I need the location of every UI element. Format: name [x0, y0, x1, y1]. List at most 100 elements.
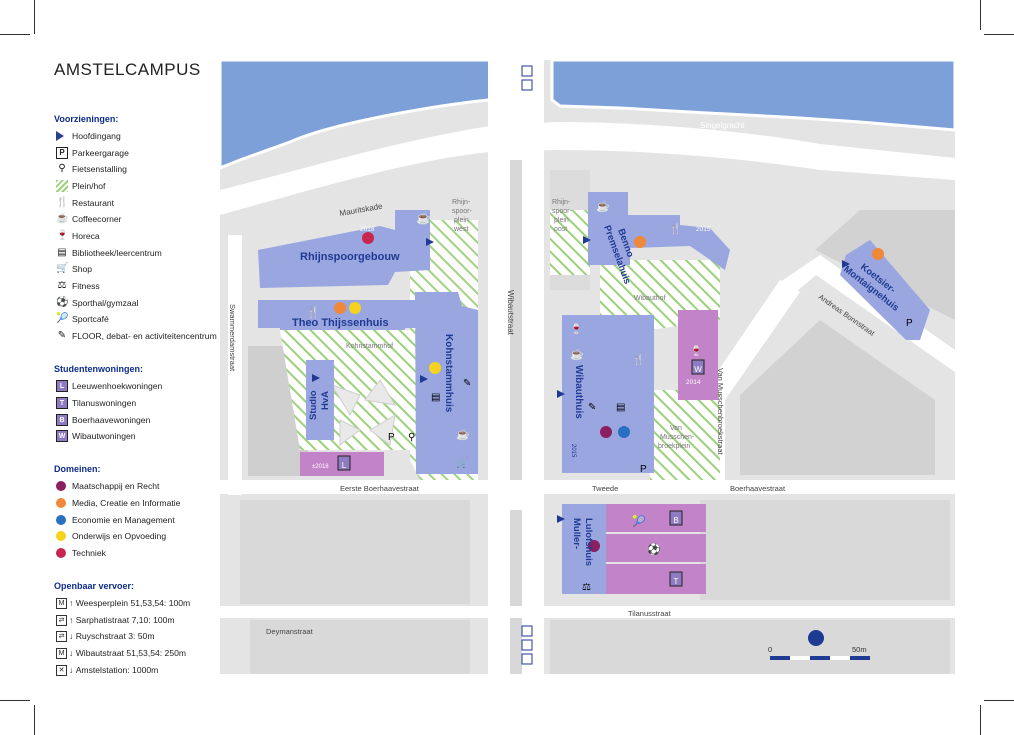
label-kohnstammhof: Kohnstammhof [346, 343, 393, 350]
domain-dot-techniek [362, 232, 374, 244]
legend-domain: Techniek [56, 546, 106, 560]
arrow-down-icon: ↓ [69, 631, 74, 641]
building-koetsier-montaignehuis [840, 240, 930, 340]
building-kohnstammhuis [415, 292, 478, 474]
domain-dot-icon [56, 481, 66, 491]
parking-icon: P [906, 318, 913, 329]
domains-heading: Domeinen: [54, 464, 101, 474]
housing-wibaut [678, 310, 718, 400]
housing-w-icon: W [56, 430, 68, 442]
facilities-heading: Voorzieningen: [54, 114, 119, 124]
sports-cafe-icon: 🎾 [56, 313, 69, 324]
campus-map[interactable]: ☕ 🍴 ✎ ▤ ☕ 🛒 ☕ 🍴 🍷 ☕ 🍴 ✎ ▤ 🍷 P P ⚲ P 🎾 ⚽ … [220, 60, 955, 674]
label-tweede: Tweede [592, 484, 618, 493]
coffee-icon: ☕ [416, 210, 431, 225]
shop-icon: 🛒 [56, 263, 69, 274]
housing-b-icon: B [56, 414, 68, 426]
building-wibauthuis [562, 315, 654, 473]
horeca-icon: 🍷 [690, 344, 702, 357]
crop-mark [34, 705, 35, 735]
horeca-icon: 🍷 [56, 230, 69, 241]
parking-icon: P [640, 464, 647, 475]
plaza-feature [339, 419, 361, 446]
tram-icon [521, 625, 533, 637]
tram-icon [521, 79, 533, 91]
plaza-feature [330, 384, 361, 417]
label-tilanusstraat: Tilanusstraat [628, 609, 672, 618]
housing-t-icon [669, 571, 683, 587]
housing-tilanus [606, 564, 706, 594]
building-benno-premselahuis [588, 192, 730, 270]
legend-domain: Media, Creatie en Informatie [56, 496, 180, 510]
legend-item-hoofdingang: Hoofdingang [56, 129, 121, 143]
building-rhijnspoorgebouw [258, 210, 430, 288]
legend-transport: M↓ Wibautstraat 51,53,54: 250m [56, 646, 186, 660]
label-rhijnspoorgebouw: Rhijnspoorgebouw [300, 251, 400, 263]
legend-transport: ⇄↓ Ruyschstraat 3: 50m [56, 629, 155, 643]
fitness-icon: ⚖ [57, 280, 67, 291]
plaza-rhijnspoorplein-oost [550, 210, 590, 275]
crop-mark [34, 0, 35, 34]
year-benno: 2015 [696, 226, 711, 233]
domain-dot-icon [56, 531, 66, 541]
label-wibauthuis: Wibauthuis [573, 365, 584, 419]
label-eerste-boerhaavestraat: Eerste Boerhaavestraat [340, 484, 420, 493]
crop-mark [980, 0, 981, 30]
road-swammerdamstraat [228, 235, 242, 495]
block-se [700, 500, 950, 600]
legend-transport: ✕↓ Amstelstation: 1000m [56, 663, 158, 677]
parking-icon: P [56, 147, 68, 159]
library-icon: ▤ [431, 392, 440, 403]
north-arrow-icon [808, 630, 824, 646]
sports-hall-icon: ⚽ [646, 543, 661, 556]
restaurant-icon: 🍴 [632, 353, 644, 366]
legend-domain: Maatschappij en Recht [56, 479, 159, 493]
plaza-feature [369, 414, 396, 446]
road-boerhaavestraat [220, 480, 955, 494]
label-kohnstammhuis: Kohnstammhuis [443, 334, 454, 413]
coffee-icon: ☕ [56, 213, 69, 224]
crop-mark [0, 34, 30, 35]
label-theo-thijssenhuis: Theo Thijssenhuis [292, 317, 389, 329]
restaurant-icon: 🍴 [669, 222, 681, 235]
label-studio-hva-1: Studio [308, 390, 319, 420]
block-ssw [250, 620, 470, 674]
legend-transport: M↑ Weesperplein 51,53,54: 100m [56, 596, 190, 610]
label-van-musschenbroekstraat: Van Musschenbroekstraat [716, 368, 725, 455]
label-studio-hva-2: HvA [320, 391, 331, 410]
label-muller-1: Muller- [571, 518, 582, 549]
road-tilanusstraat [220, 606, 955, 618]
legend-item-restaurant: 🍴Restaurant [56, 197, 115, 208]
shop-icon: 🛒 [456, 456, 468, 469]
legend-domain: Economie en Management [56, 513, 175, 527]
housing-b-letter: B [673, 516, 678, 525]
legend-item-sporthal: ⚽Sporthal/gymzaal [56, 297, 139, 308]
metro-icon [521, 65, 533, 77]
crop-mark [0, 700, 30, 701]
housing-l-icon [337, 455, 351, 471]
legend-item-coffeecorner: ☕Coffeecorner [56, 213, 122, 224]
domain-dot-media [634, 236, 646, 248]
domain-dot-icon [56, 548, 66, 558]
domain-dot-maatschappij [588, 540, 600, 552]
floor-icon: ✎ [57, 330, 67, 341]
label-musschenbroekplein-2: Musschen- [660, 434, 695, 441]
coffee-icon: ☕ [456, 427, 470, 441]
label-rhijnspoorplein-oost-3: plein [554, 217, 569, 224]
map-svg: ☕ 🍴 ✎ ▤ ☕ 🛒 ☕ 🍴 🍷 ☕ 🍴 ✎ ▤ 🍷 P P ⚲ P 🎾 ⚽ … [220, 60, 955, 674]
legend-item-sportcafe: 🎾Sportcafé [56, 313, 109, 324]
block-sw [240, 500, 470, 604]
label-wibauthof: Wibauthof [634, 295, 666, 302]
tram-icon: ⇄ [56, 614, 67, 626]
legend-item-fietsenstalling: ⚲Fietsenstalling [56, 162, 127, 176]
restaurant-icon: 🍴 [56, 197, 69, 208]
entrance-marker [420, 375, 428, 383]
water-canal-west [220, 60, 512, 170]
sports-hall-icon: ⚽ [56, 297, 69, 308]
entrance-marker [583, 236, 591, 244]
year-wibaut-housing: 2014 [686, 379, 701, 386]
metro-icon: M [56, 647, 67, 659]
library-icon: ▤ [57, 247, 67, 258]
